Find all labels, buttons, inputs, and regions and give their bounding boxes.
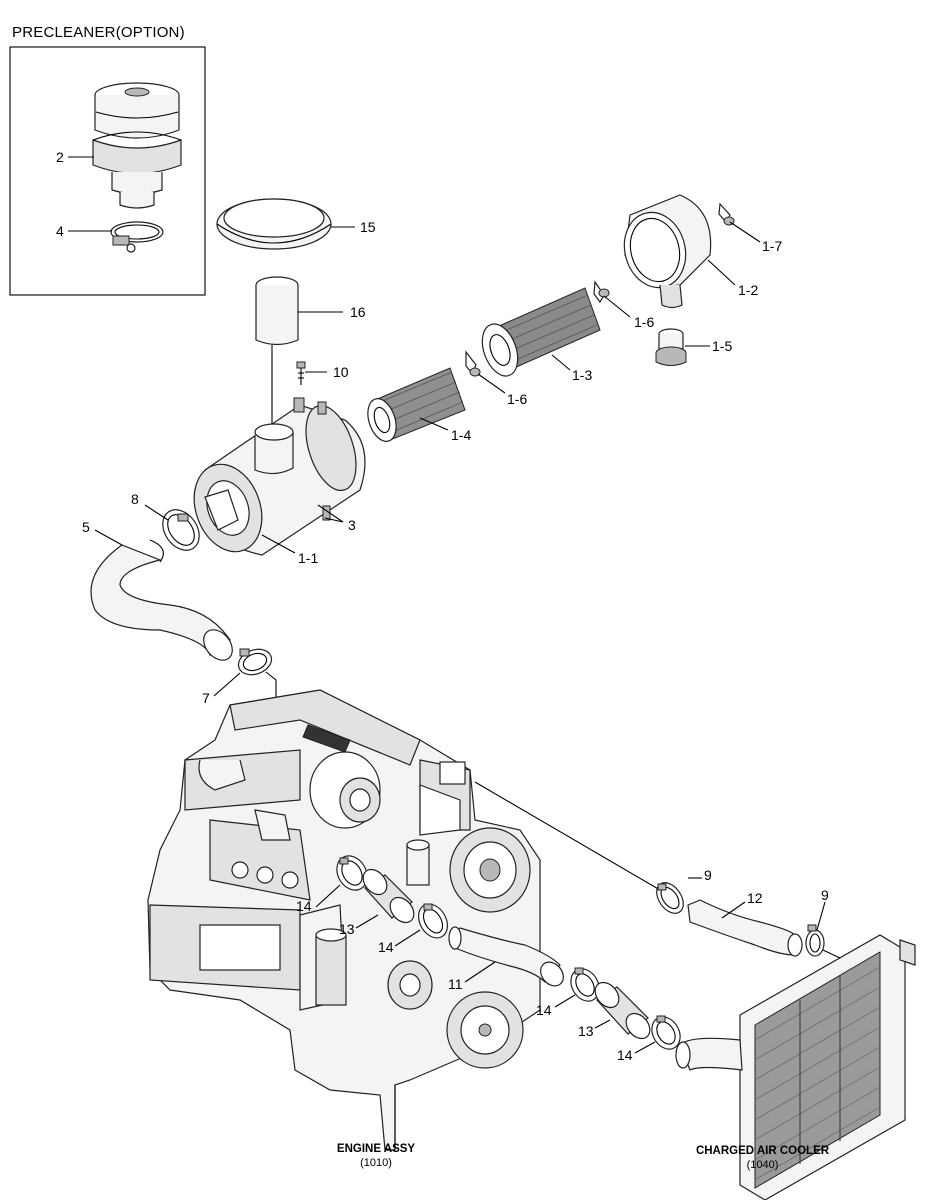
clamp-9-left xyxy=(656,882,684,914)
engine-caption: ENGINE ASSY (1010) xyxy=(322,1142,430,1170)
callout-5: 5 xyxy=(82,519,90,535)
callout-16: 16 xyxy=(350,304,366,320)
callout-3: 3 xyxy=(348,517,356,533)
callout-4: 4 xyxy=(56,223,64,239)
cooler-caption-code: (1040) xyxy=(746,1159,779,1171)
callout-1-3: 1-3 xyxy=(572,367,592,383)
precleaner-part xyxy=(92,82,182,209)
callout-1-6-upper: 1-6 xyxy=(634,314,654,330)
pipe-11 xyxy=(448,926,564,987)
callout-1-6-lower: 1-6 xyxy=(507,391,527,407)
wing-nut-lower xyxy=(465,350,481,377)
clamp-14-upper xyxy=(336,855,368,891)
intake-hose xyxy=(90,539,233,661)
callout-14-lower: 14 xyxy=(536,1002,552,1018)
cover-disc xyxy=(216,198,332,250)
engine-caption-code: (1010) xyxy=(360,1157,392,1169)
sleeve xyxy=(255,276,299,346)
coupler-13-lower xyxy=(594,981,651,1040)
callout-14-middle: 14 xyxy=(378,939,394,955)
callout-9-right: 9 xyxy=(821,887,829,903)
inset-title: PRECLEANER(OPTION) xyxy=(12,24,185,41)
callout-14-upper: 14 xyxy=(296,898,312,914)
precleaner-clamp xyxy=(110,221,164,253)
end-cover xyxy=(623,194,712,309)
wing-nut-upper xyxy=(593,280,610,304)
bolt xyxy=(296,361,306,385)
callout-1-2: 1-2 xyxy=(738,282,758,298)
leader-lines xyxy=(68,156,826,1054)
callout-2: 2 xyxy=(56,149,64,165)
precleaner-inset-frame xyxy=(9,46,206,296)
callout-15: 15 xyxy=(360,219,376,235)
callout-8: 8 xyxy=(131,491,139,507)
cooler-caption-name: CHARGED AIR COOLER xyxy=(695,1145,830,1157)
callout-9-left: 9 xyxy=(704,867,712,883)
callout-7: 7 xyxy=(202,690,210,706)
callout-11: 11 xyxy=(448,976,463,992)
hose-12 xyxy=(687,899,803,957)
engine-caption-name: ENGINE ASSY xyxy=(336,1143,416,1155)
cooler-caption: CHARGED AIR COOLER (1040) xyxy=(680,1144,845,1172)
wing-nut-cover xyxy=(718,202,735,226)
callout-13-upper: 13 xyxy=(339,921,355,937)
air-cleaner-body xyxy=(193,397,366,556)
clamp-7 xyxy=(237,648,273,676)
inner-filter xyxy=(367,367,466,442)
dust-valve xyxy=(655,328,687,366)
charged-air-cooler xyxy=(675,934,916,1200)
engine-assembly xyxy=(147,689,541,1151)
callout-1-5: 1-5 xyxy=(712,338,732,354)
clamp-14-lower xyxy=(570,967,600,1002)
clamp-14-middle xyxy=(417,903,449,939)
callout-10: 10 xyxy=(333,364,349,380)
callout-1-7: 1-7 xyxy=(762,238,782,254)
outer-filter xyxy=(481,287,601,377)
clamp-9-right xyxy=(805,924,825,957)
callout-1-4: 1-4 xyxy=(451,427,471,443)
clamp-14-bottom xyxy=(651,1015,681,1050)
callout-1-1: 1-1 xyxy=(298,550,318,566)
coupler-13-upper xyxy=(362,868,415,924)
callout-12: 12 xyxy=(747,890,763,906)
callout-13-lower: 13 xyxy=(578,1023,594,1039)
clamp-8 xyxy=(162,509,200,551)
callout-14-bottom: 14 xyxy=(617,1047,633,1063)
